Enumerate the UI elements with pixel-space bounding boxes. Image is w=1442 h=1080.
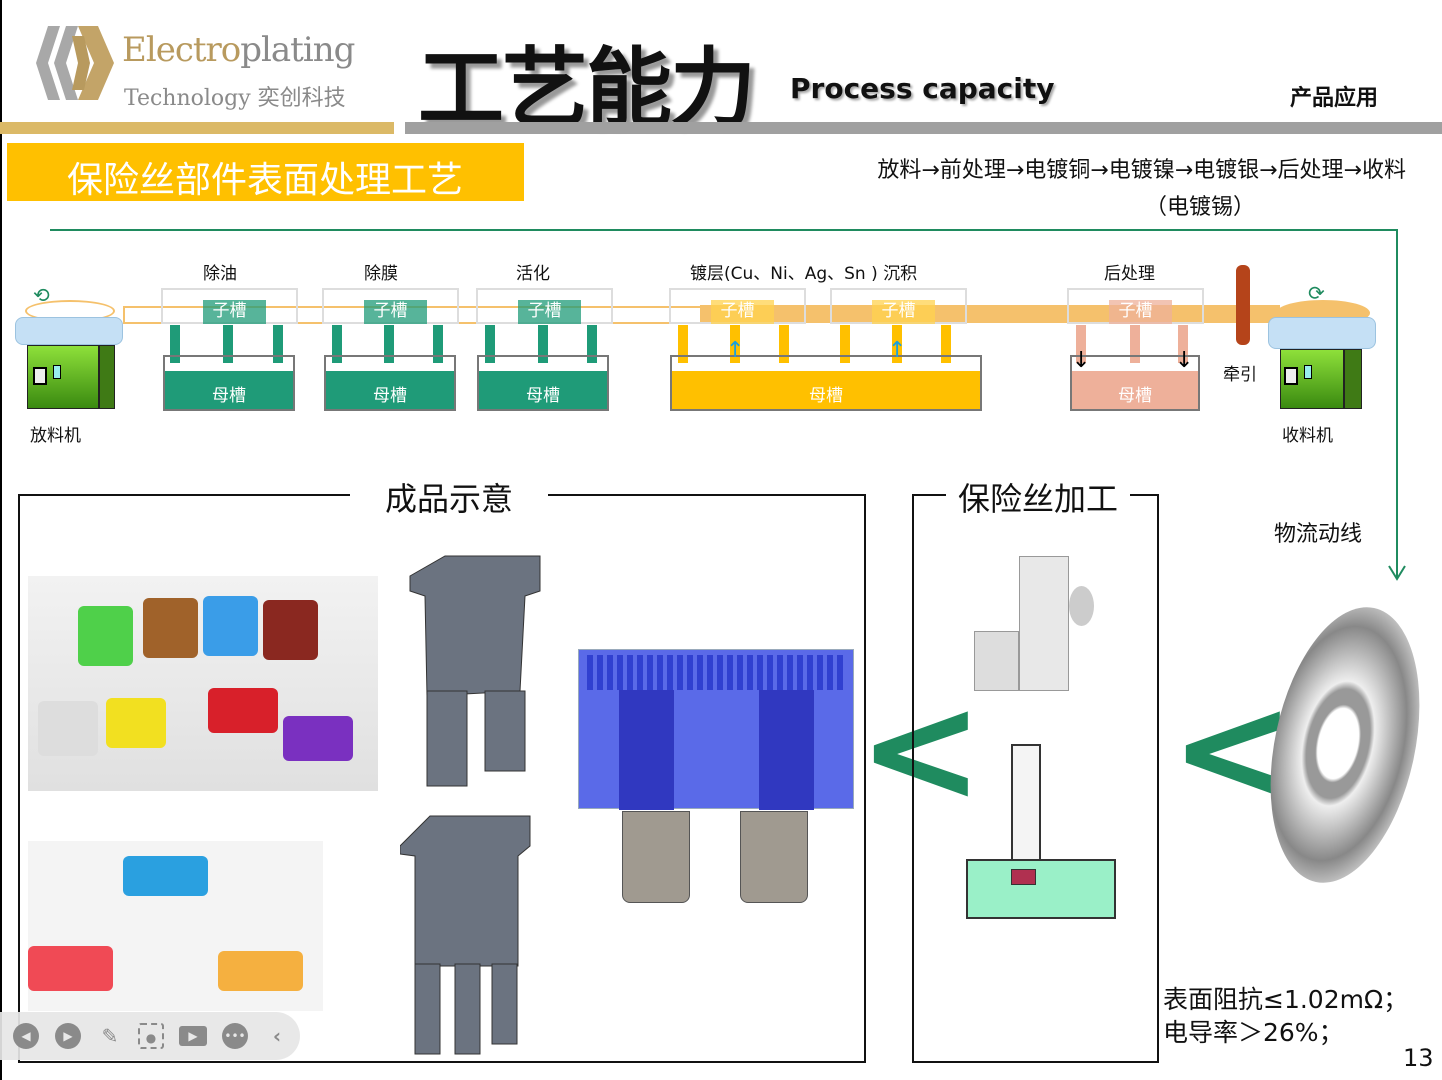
chevron-left-icon: < <box>858 663 984 837</box>
pen-icon[interactable]: ✎ <box>101 1024 119 1048</box>
logo: Electroplating Technology 奕创科技 <box>28 26 358 111</box>
finished-products-panel: 成品示意 <box>18 474 866 1063</box>
spec-impedance: 表面阻抗≤1.02mΩ； <box>1163 985 1409 1014</box>
more-icon[interactable]: ••• <box>222 1023 248 1049</box>
injection-machine-image <box>956 744 1128 936</box>
rewinder-label: 收料机 <box>1282 426 1333 446</box>
screenshot-icon[interactable]: ● <box>138 1023 164 1049</box>
unwinder-label: 放料机 <box>30 426 81 446</box>
fuse-photo-2 <box>28 841 323 1011</box>
section-banner: 保险丝部件表面处理工艺 <box>7 143 524 201</box>
process-flow-text-alt: （电镀锡） <box>1145 195 1256 220</box>
process-flow-text: 放料→前处理→电镀铜→电镀镍→电镀银→后处理→收料 <box>877 158 1406 183</box>
fuse-3d-model-2pin <box>409 555 541 787</box>
stamping-press-image <box>974 556 1099 696</box>
logo-text-line2: Technology 奕创科技 <box>124 86 346 111</box>
stage-label: 除膜 <box>364 264 398 284</box>
stage-label: 镀层(Cu、Ni、Ag、Sn ) 沉积 <box>690 264 918 284</box>
stage-label: 活化 <box>516 264 550 284</box>
product-application-link[interactable]: 产品应用 <box>1290 86 1379 111</box>
panel-title: 保险丝加工 <box>946 474 1131 520</box>
logo-text-line1: Electroplating <box>122 30 355 70</box>
fuse-photo-1 <box>28 576 378 791</box>
logo-mark-icon <box>36 26 114 100</box>
camera-icon[interactable]: ▶ <box>179 1026 207 1046</box>
traction-roller <box>1236 265 1250 345</box>
spec-conductivity: 电导率＞26%； <box>1163 1018 1344 1047</box>
rewinder-machine: ⟳ <box>1268 281 1376 410</box>
logistics-label: 物流动线 <box>1274 522 1363 547</box>
banner-text: 保险丝部件表面处理工艺 <box>67 160 464 201</box>
next-icon[interactable]: ▶ <box>55 1023 81 1049</box>
fuse-pin-left <box>622 811 690 903</box>
fuse-3d-model-3pin <box>400 815 531 1055</box>
slide-border <box>0 0 2 1080</box>
header-bar-gray <box>405 122 1442 134</box>
fuse-pin-right <box>740 811 808 903</box>
stage-label: 后处理 <box>1104 264 1155 284</box>
unwinder-machine: ⟲ <box>15 283 123 410</box>
panel-title: 成品示意 <box>350 474 549 520</box>
rotate-arrow-icon: ⟲ <box>33 283 50 307</box>
page-subtitle: Process capacity <box>790 72 1055 105</box>
page-number: 13 <box>1403 1044 1434 1072</box>
header-bar-gold <box>0 122 394 134</box>
rotate-arrow-icon: ⟳ <box>1308 281 1325 305</box>
traction-label: 牵引 <box>1223 365 1257 385</box>
fuse-processing-panel: 保险丝加工 <box>912 474 1159 1063</box>
fuse-cad-drawing <box>578 649 854 810</box>
presentation-toolbar: ◀ ▶ ✎ ● ▶ ••• ‹ <box>0 1012 300 1060</box>
collapse-icon[interactable]: ‹ <box>272 1024 282 1048</box>
prev-icon[interactable]: ◀ <box>13 1023 39 1049</box>
stage-label: 除油 <box>203 264 237 284</box>
